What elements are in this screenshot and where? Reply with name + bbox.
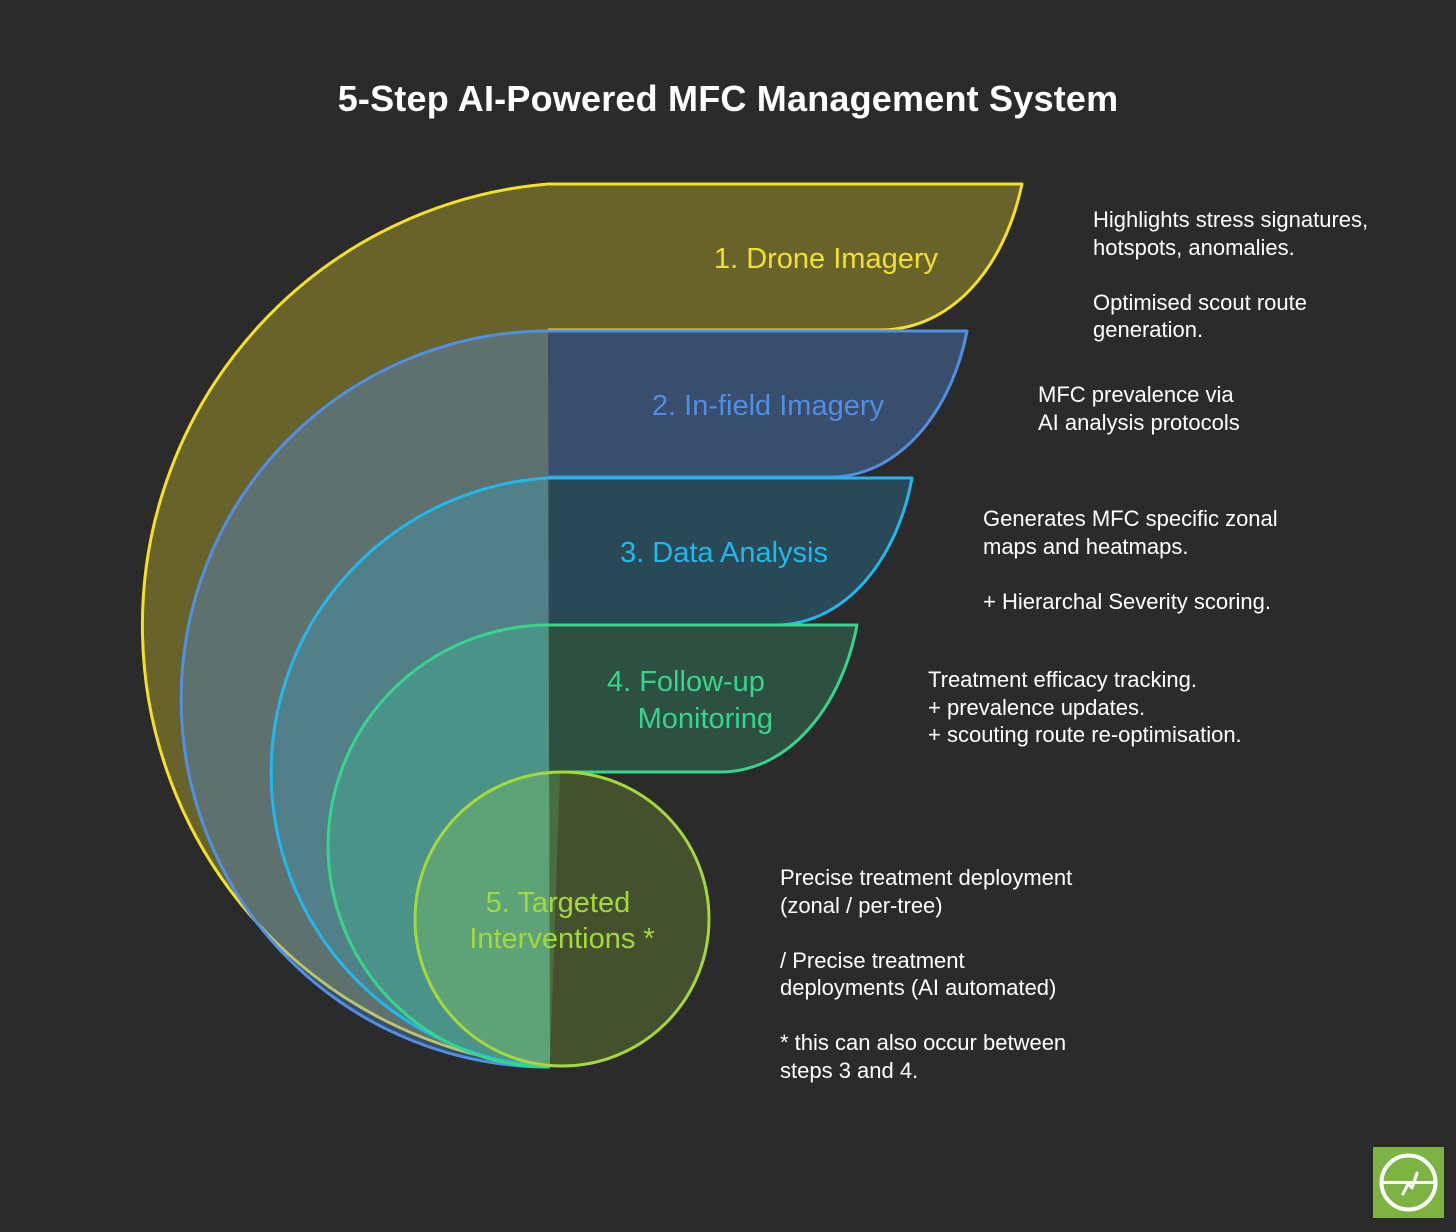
step-4-label: 4. Follow-up Monitoring <box>607 666 773 735</box>
step-2-shape <box>179 329 969 1069</box>
brand-logo <box>1373 1147 1444 1218</box>
step-1-description: Highlights stress signatures, hotspots, … <box>1093 207 1369 342</box>
step-4-shape <box>326 623 859 1069</box>
step-4-description: Treatment efficacy tracking. + prevalenc… <box>928 667 1242 747</box>
step-5-shape <box>413 770 711 1068</box>
step-2-description: MFC prevalence via AI analysis protocols <box>1038 382 1240 435</box>
gauge-icon <box>1379 1153 1438 1212</box>
step-3-label: 3. Data Analysis <box>620 537 828 569</box>
diagram-title: 5-Step AI-Powered MFC Management System <box>337 78 1119 119</box>
step-3-shape <box>269 476 914 1069</box>
step-5-label: 5. Targeted Interventions * <box>469 887 654 955</box>
step-2-label: 2. In-field Imagery <box>652 390 885 422</box>
step-3-description: Generates MFC specific zonal maps and he… <box>983 506 1278 614</box>
step-1-label: 1. Drone Imagery <box>714 243 939 275</box>
step-5-description: Precise treatment deployment (zonal / pe… <box>780 865 1073 1083</box>
step-1-shape <box>140 182 1024 1069</box>
